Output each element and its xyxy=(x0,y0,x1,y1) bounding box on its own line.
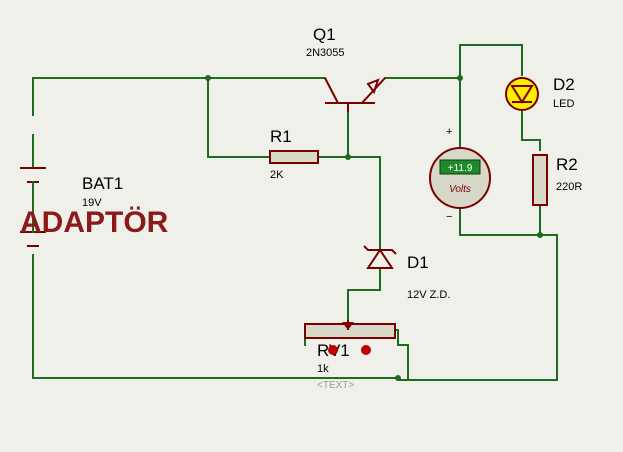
wire-top-left xyxy=(32,77,326,116)
resistor-r1[interactable]: R1 2K xyxy=(269,127,319,181)
junction-node xyxy=(537,232,543,238)
wire-zener-to-pot xyxy=(347,267,381,321)
wire-right-down xyxy=(397,234,558,381)
resistor-r2[interactable]: R2 220R xyxy=(532,154,582,206)
led-body xyxy=(505,77,539,111)
junction-nodes xyxy=(205,75,543,381)
rv1-text-placeholder: <TEXT> xyxy=(317,380,354,391)
wire-to-r1 xyxy=(207,77,271,158)
d1-ref-label: D1 xyxy=(407,253,429,272)
voltmeter-plus: + xyxy=(446,126,452,138)
q1-value-label: 2N3055 xyxy=(306,47,345,59)
q1-ref-label: Q1 xyxy=(313,25,336,44)
potentiometer-rv1[interactable]: RV1 1k <TEXT> xyxy=(304,320,396,391)
wire-led-to-r2 xyxy=(521,111,541,151)
r2-value-label: 220R xyxy=(556,181,582,193)
d2-ref-label: D2 xyxy=(553,75,575,94)
q1-emitter-arrow xyxy=(366,78,380,95)
voltmeter-body xyxy=(429,147,491,209)
voltmeter-reading: +11.9 xyxy=(448,163,473,174)
zener-d1[interactable]: D1 12V Z.D. xyxy=(363,245,450,301)
battery-bat1[interactable]: BAT1 19V xyxy=(20,167,123,247)
junction-node xyxy=(205,75,211,81)
pot-increase-button[interactable] xyxy=(361,345,371,355)
wire-led-top xyxy=(459,44,523,76)
pot-decrease-button[interactable] xyxy=(328,345,338,355)
r2-body xyxy=(532,154,548,206)
r1-body xyxy=(269,150,319,164)
r1-value-label: 2K xyxy=(270,169,284,181)
junction-node xyxy=(457,75,463,81)
wire-pot-right xyxy=(394,329,409,379)
wire-bottom-rail xyxy=(32,254,399,379)
adaptor-label: ADAPTÖR xyxy=(20,206,169,239)
r2-ref-label: R2 xyxy=(556,155,578,174)
pot-wiper-arrow xyxy=(342,322,354,330)
voltmeter-display xyxy=(439,159,481,175)
wire-base-to-zener xyxy=(347,109,381,251)
junction-node xyxy=(345,154,351,160)
q1-collector xyxy=(324,77,339,104)
zener-bar xyxy=(363,245,397,255)
voltmeter-minus: − xyxy=(446,211,452,223)
rv1-value-label: 1k xyxy=(317,363,329,375)
led-d2[interactable]: D2 LED xyxy=(505,75,575,111)
voltmeter[interactable]: +11.9 Volts + − xyxy=(429,126,491,223)
r1-ref-label: R1 xyxy=(270,127,292,146)
bat1-ref-label: BAT1 xyxy=(82,174,123,193)
zener-triangle xyxy=(366,248,394,269)
transistor-q1[interactable]: Q1 2N3055 xyxy=(306,25,386,112)
bat1-value-label: 19V xyxy=(82,197,102,209)
junction-node xyxy=(395,375,401,381)
d2-value-label: LED xyxy=(553,98,574,110)
led-diode-triangle xyxy=(510,85,534,104)
voltmeter-unit: Volts xyxy=(449,184,471,195)
d1-value-label: 12V Z.D. xyxy=(407,289,450,301)
